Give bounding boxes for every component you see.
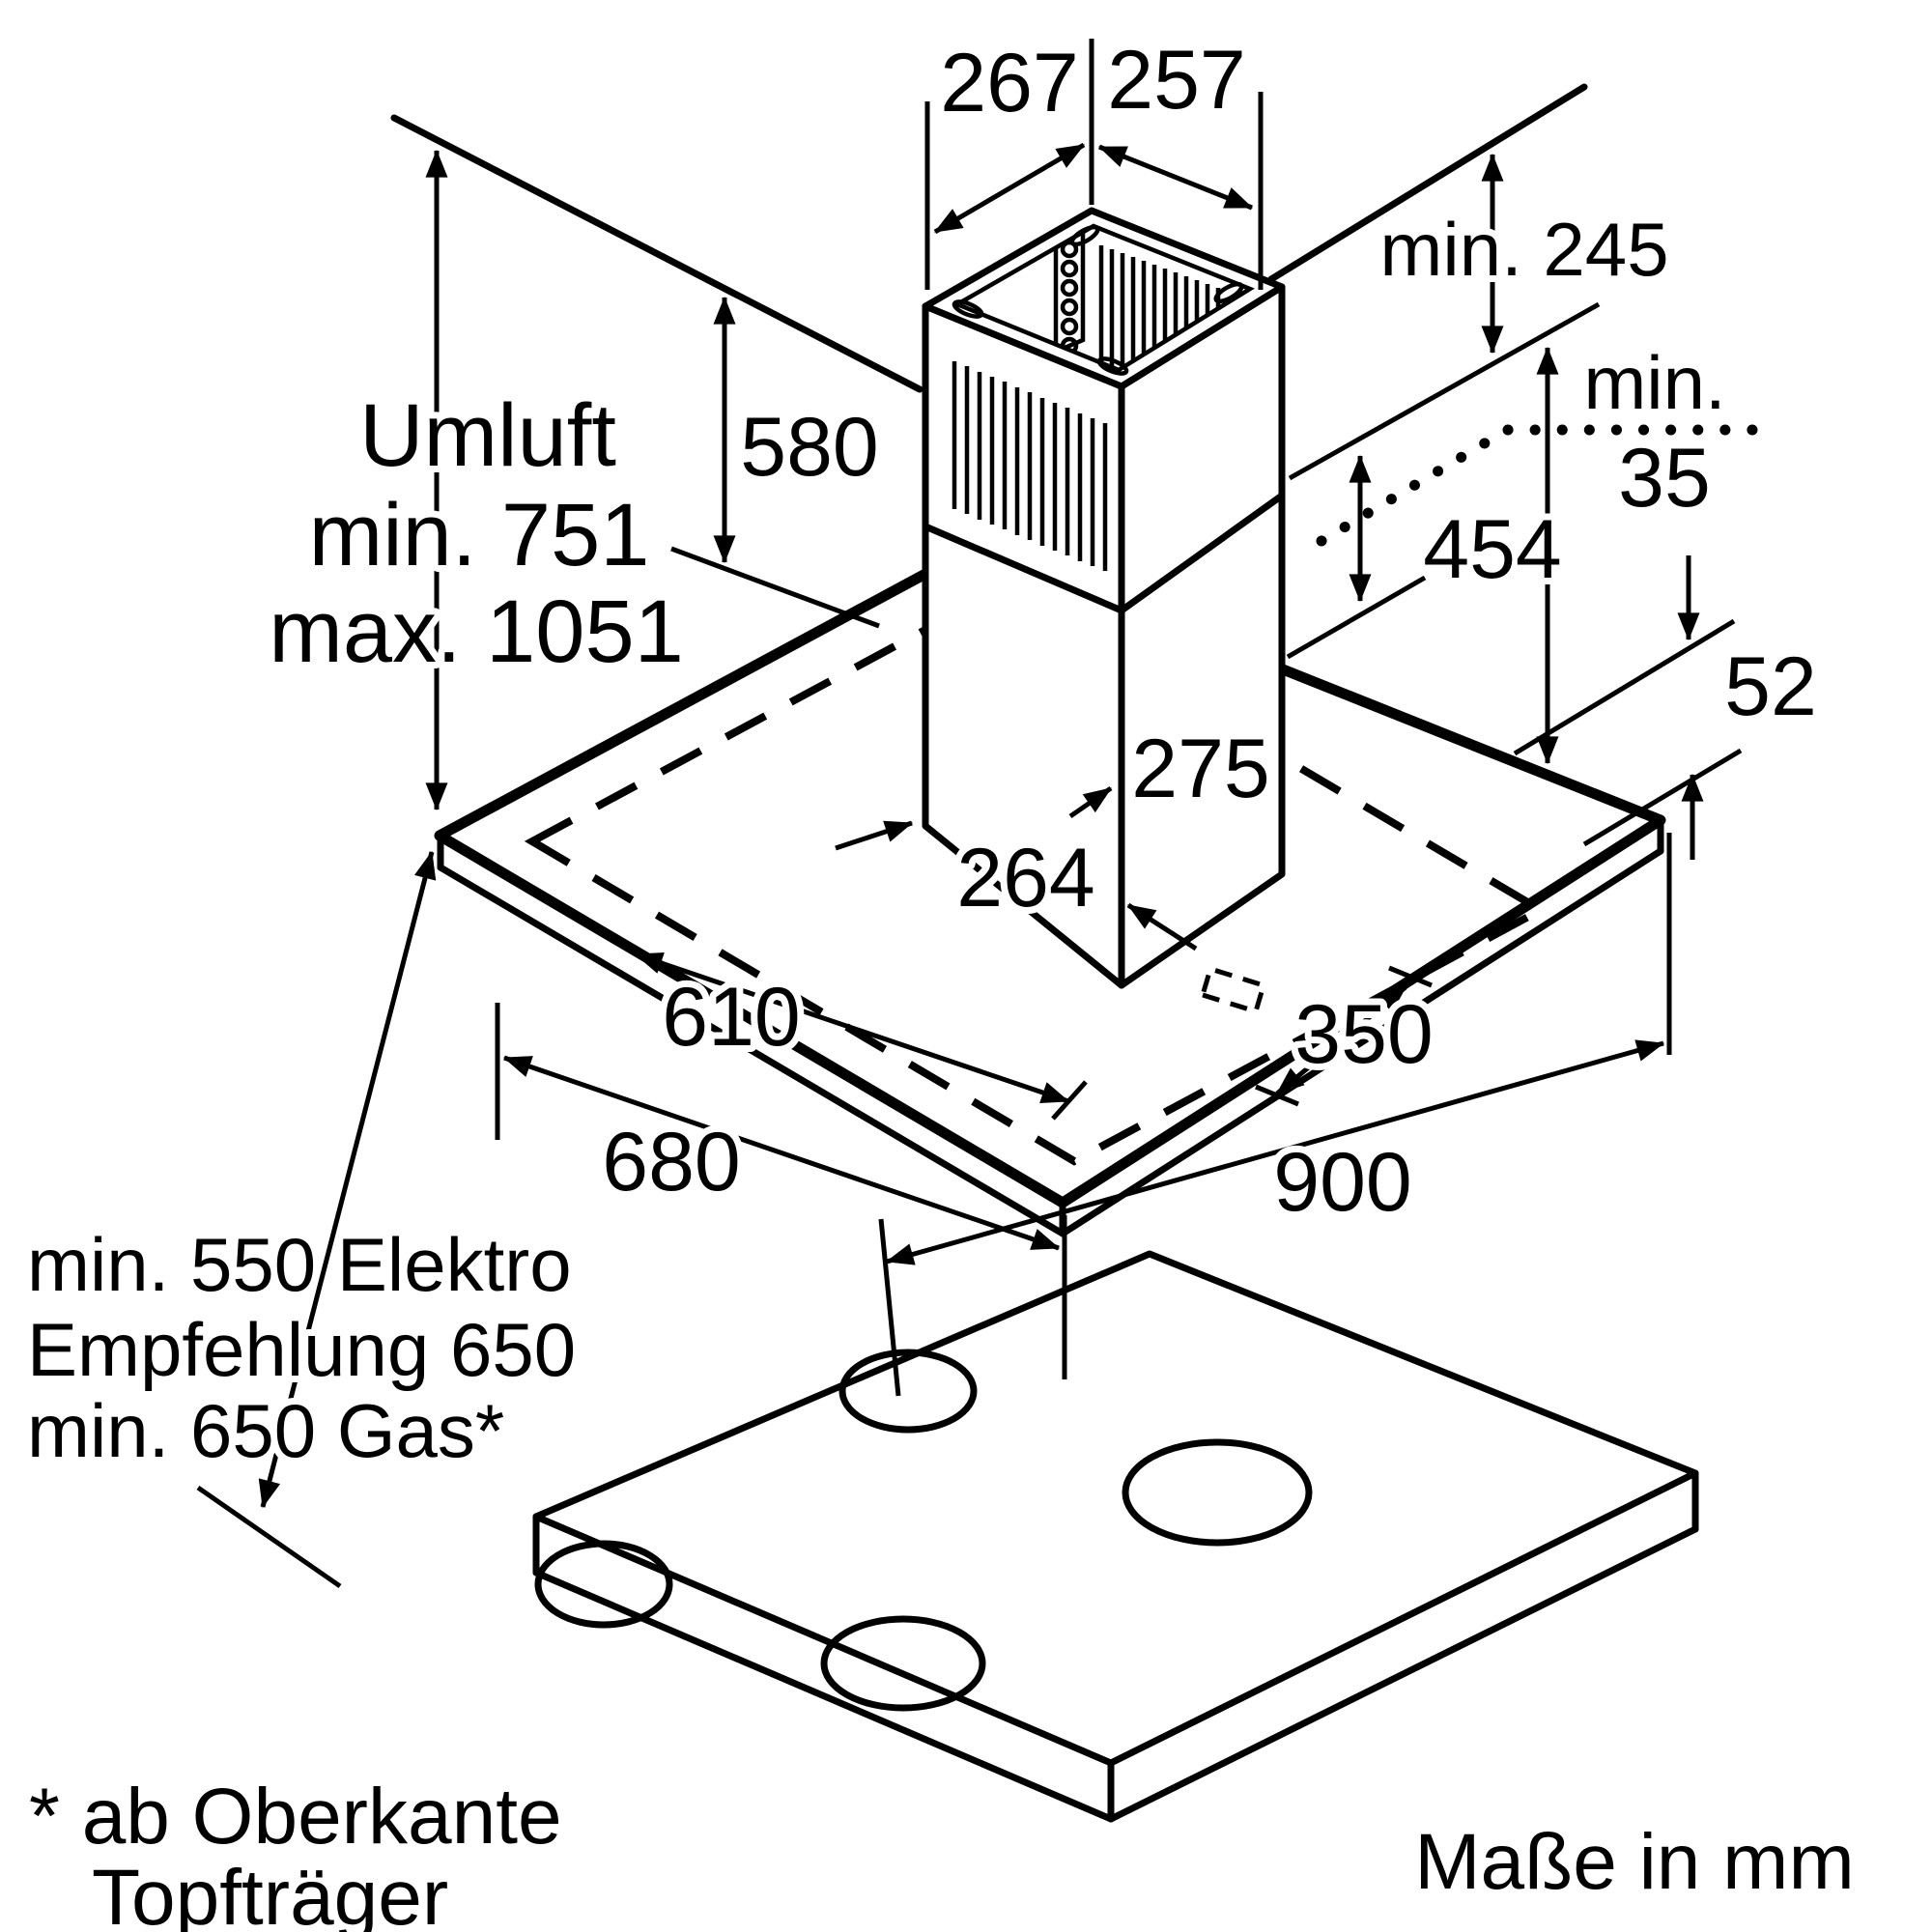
dim-label-610: 610 (662, 971, 801, 1064)
footnote-line1: * ab Oberkante (29, 1773, 562, 1861)
cooktop (532, 1250, 1699, 1823)
burners (534, 1349, 1313, 1712)
dim-label-900: 900 (1273, 1136, 1412, 1229)
dim-label-350: 350 (1294, 988, 1434, 1081)
dim-label-680: 680 (602, 1116, 741, 1208)
chimney-right-face (1118, 283, 1286, 989)
hob-clearance-recommended: Empfehlung 650 (27, 1307, 576, 1392)
dim-label-454: 454 (1423, 503, 1562, 596)
telescopic-joint (922, 492, 1286, 614)
vent-slats (952, 361, 1108, 571)
dim-label-min245: min. 245 (1379, 207, 1668, 292)
dim-label-275: 275 (1131, 723, 1270, 815)
umluft-title: Umluft (359, 386, 616, 485)
dim-label-580: 580 (740, 401, 879, 494)
dimension-annotations (196, 39, 1759, 1589)
dim-label-52: 52 (1724, 640, 1817, 733)
dim-label-min: min. (1583, 340, 1725, 425)
units-note: Maße in mm (1414, 1818, 1855, 1906)
dim-label-267: 267 (940, 37, 1079, 129)
labels: 267 257 min. 245 min. 35 454 580 Umluft … (20, 27, 1861, 1932)
umluft-max: max. 1051 (269, 582, 684, 681)
ceiling-lines (390, 83, 1588, 393)
hob-clearance-electric: min. 550 Elektro (27, 1222, 572, 1307)
canopy-cable-slot (1199, 965, 1267, 1015)
dim-label-257: 257 (1107, 34, 1246, 127)
chimney-top-opening (922, 207, 1286, 390)
dim-label-35: 35 (1618, 432, 1711, 525)
hob-clearance-gas: min. 650 Gas* (27, 1388, 504, 1473)
dim-label-264: 264 (956, 832, 1095, 924)
umluft-min: min. 751 (309, 486, 650, 584)
footnote-line2: Topfträger (92, 1854, 448, 1932)
